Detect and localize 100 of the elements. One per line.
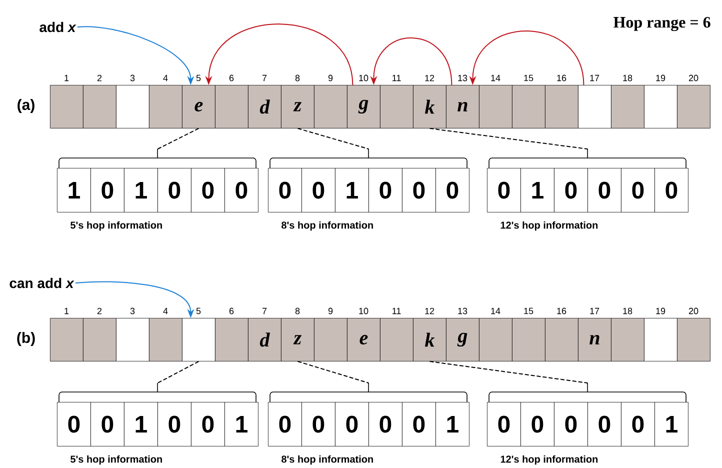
- bit-cell: 0: [554, 402, 588, 446]
- bit-cell: 1: [335, 168, 369, 212]
- cell-index: 13: [458, 308, 468, 314]
- bit-cell: 1: [124, 402, 158, 446]
- bit-cell: 0: [554, 168, 588, 212]
- cell-index: 5: [196, 308, 201, 314]
- memory-cell: [83, 85, 116, 128]
- leader-line: [297, 128, 370, 150]
- bit-cell: 0: [621, 402, 655, 446]
- cell-index: 8: [295, 308, 300, 314]
- cell-index: 16: [557, 308, 566, 314]
- cell-index: 6: [229, 74, 234, 82]
- leader-line: [429, 128, 588, 150]
- cell-index: 14: [491, 74, 500, 82]
- memory-cell: d: [248, 85, 282, 128]
- memory-cell: [215, 85, 248, 128]
- memory-cell: [314, 318, 348, 362]
- cell-index: 14: [491, 308, 500, 314]
- node-label: 12's hop information: [500, 455, 598, 465]
- memory-cell: d: [248, 318, 282, 362]
- memory-cell: [677, 318, 710, 362]
- memory-cell: [512, 318, 546, 362]
- cell-index: 7: [262, 74, 267, 82]
- bit-cell: 0: [57, 402, 91, 446]
- bit-cell: 0: [90, 168, 124, 212]
- cell-index: 15: [524, 74, 534, 82]
- bit-cell: 0: [487, 168, 521, 212]
- node-label: 8's hop information: [282, 221, 373, 231]
- cell-index: 20: [688, 308, 698, 314]
- cell-index: 3: [130, 308, 135, 314]
- memory-cell: [380, 318, 414, 362]
- cell-index: 17: [590, 308, 600, 314]
- annotation-text: add x: [40, 22, 76, 32]
- memory-cell: [578, 85, 612, 128]
- cell-index: 9: [328, 308, 333, 314]
- bit-cell: 0: [158, 168, 192, 212]
- cell-index: 10: [359, 308, 368, 314]
- bit-cell: 1: [57, 168, 91, 212]
- cell-index: 4: [163, 308, 168, 314]
- node-label: 5's hop information: [70, 455, 162, 465]
- panel-label: (a): [18, 99, 34, 113]
- bit-cell: 1: [654, 402, 688, 446]
- memory-cell: g: [347, 85, 380, 128]
- bit-cell: 0: [487, 402, 521, 446]
- bit-cell: 0: [191, 402, 225, 446]
- cell-index: 1: [64, 74, 69, 82]
- bit-cell: 1: [436, 402, 470, 446]
- cell-index: 20: [688, 74, 698, 82]
- memory-cell: n: [578, 318, 612, 362]
- cell-index: 19: [656, 308, 666, 314]
- panel-label: (b): [17, 332, 35, 346]
- node-label: 12's hop information: [500, 221, 598, 231]
- memory-cell: [380, 85, 414, 128]
- bit-cell: 0: [224, 168, 258, 212]
- bit-cell: 0: [268, 168, 302, 212]
- leader-line: [429, 360, 588, 384]
- memory-cell: z: [281, 318, 314, 362]
- bit-cell: 0: [191, 168, 225, 212]
- bit-cell: 0: [302, 402, 336, 446]
- cell-index: 12: [425, 74, 434, 82]
- memory-cell: [116, 318, 150, 362]
- cell-index: 18: [623, 308, 632, 314]
- cell-index: 11: [392, 74, 401, 82]
- bit-cell: 0: [654, 168, 688, 212]
- memory-cell: [644, 318, 678, 362]
- cell-index: 5: [196, 74, 201, 82]
- memory-cell: e: [182, 85, 216, 128]
- memory-cell: [149, 318, 182, 362]
- memory-cell: [545, 85, 578, 128]
- bit-cell: 0: [90, 402, 124, 446]
- memory-cell: [611, 318, 644, 362]
- bit-cell: 1: [124, 168, 158, 212]
- bit-cell: 0: [368, 168, 402, 212]
- bit-cell: 0: [520, 402, 554, 446]
- memory-cell: [83, 318, 116, 362]
- bit-cell: 0: [302, 168, 336, 212]
- node-label: 5's hop information: [70, 221, 162, 231]
- cell-index: 2: [97, 308, 102, 314]
- bit-cell: 0: [588, 168, 622, 212]
- memory-cell: k: [413, 85, 446, 128]
- memory-cell: [611, 85, 644, 128]
- cell-index: 17: [590, 74, 600, 82]
- cell-index: 19: [656, 74, 666, 82]
- cell-index: 15: [524, 308, 534, 314]
- cell-index: 9: [328, 74, 333, 82]
- memory-cell: [182, 318, 216, 362]
- memory-cell: [149, 85, 182, 128]
- memory-cell: [512, 85, 546, 128]
- cell-index: 11: [392, 308, 401, 314]
- bit-cell: 0: [402, 168, 436, 212]
- bit-cell: 0: [621, 168, 655, 212]
- range-note: Hop range = 6: [614, 16, 710, 32]
- bit-cell: 1: [520, 168, 554, 212]
- cell-index: 2: [97, 74, 102, 82]
- leader-line: [157, 128, 200, 150]
- annotation-text: can add x: [10, 278, 74, 288]
- memory-cell: [50, 85, 84, 128]
- cell-index: 10: [359, 74, 368, 82]
- cell-index: 6: [229, 308, 234, 314]
- cell-index: 7: [262, 308, 267, 314]
